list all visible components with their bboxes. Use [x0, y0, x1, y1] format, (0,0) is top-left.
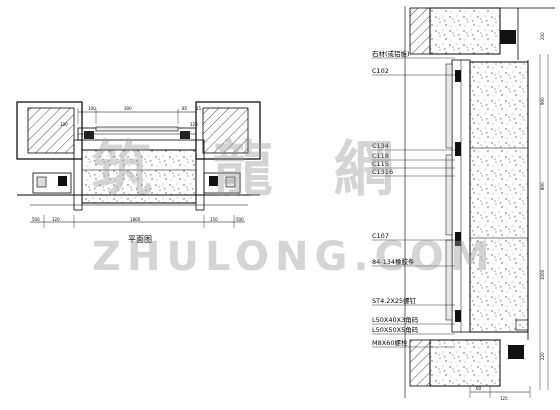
section-label: C118 [372, 152, 389, 160]
section-dim-label: 900 [540, 97, 545, 105]
plan-dim-label: 1800 [130, 217, 141, 222]
plan-bracket-right [203, 172, 241, 194]
plan-dim-label: 150 [210, 217, 218, 222]
plan-view: 500 120 100 300 85 15 150 1800 500 100 120 平面图 [16, 101, 261, 244]
plan-wall-left [16, 101, 83, 160]
section-stone-panel [469, 61, 529, 333]
section-dim-label: 125 [500, 396, 508, 401]
section-label: C115 [372, 160, 389, 168]
plan-dim-label: 120 [190, 122, 198, 127]
section-label: L50X50X5角码 [372, 325, 419, 334]
section-dim-label: 200 [540, 32, 545, 40]
section-label: C134 [372, 142, 389, 150]
plan-bracket-left [32, 172, 72, 194]
section-label: M8X60螺栓 [372, 338, 408, 347]
watermark: 筑 龍 網 ZHULONG.COM [92, 135, 496, 280]
plan-stone-panel [81, 149, 197, 204]
plan-dim-label: 120 [52, 217, 60, 222]
section-dim-label: 60 [476, 386, 482, 391]
section-label: L50X40X3角码 [372, 315, 419, 324]
plan-dim-label: 300 [124, 106, 132, 111]
plan-dim-label: 500 [236, 217, 244, 222]
section-label: ST4.2X25螺钉 [372, 296, 417, 305]
section-label: C1316 [372, 168, 393, 176]
section-label: 石材(或铝板) [372, 49, 410, 58]
plan-dim-label: 500 [32, 217, 40, 222]
plan-dim-label: 15 [196, 106, 202, 111]
section-dim-label: 1000 [540, 269, 545, 280]
section-dim-label: 800 [540, 182, 545, 190]
watermark-latin: ZHULONG.COM [92, 234, 496, 280]
section-slab-top [429, 7, 501, 55]
section-slab-bottom [429, 339, 501, 387]
watermark-chinese: 筑 龍 網 [92, 135, 414, 205]
plan-dim-label: 85 [182, 106, 188, 111]
plan-dim-label: 100 [88, 106, 96, 111]
plan-title: 平面图 [128, 235, 152, 244]
section-label: C102 [372, 67, 389, 75]
plan-dim-label: 100 [60, 122, 68, 127]
section-label: 84-134橡胶条 [372, 257, 415, 266]
section-label: C107 [372, 232, 389, 240]
section-dim-label: 220 [540, 352, 545, 360]
